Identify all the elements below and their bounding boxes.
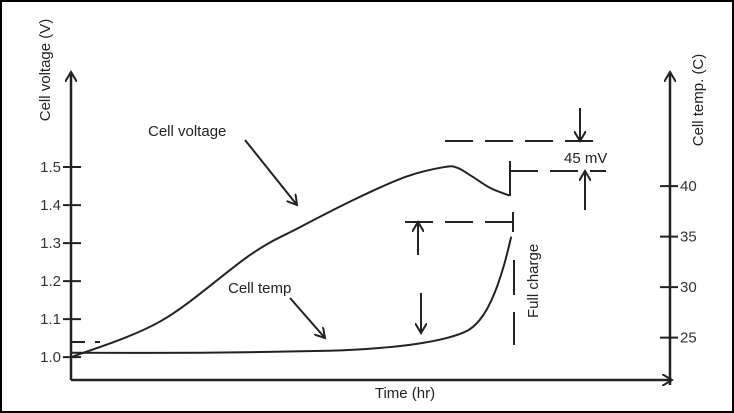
y-tick-label: 1.3 — [40, 235, 61, 252]
y-axis-label: Cell voltage (V) — [37, 19, 54, 122]
y-tick-label: 1.2 — [40, 273, 61, 290]
y-tick-label: 1.1 — [40, 311, 61, 328]
temp-curve-label: Cell temp — [228, 280, 291, 297]
annotations — [71, 108, 606, 345]
y2-tick-label: 30 — [680, 279, 697, 296]
voltage-label-pointer — [244, 139, 297, 205]
cell-voltage-line — [70, 165, 510, 359]
temp-label-pointer — [289, 297, 325, 338]
series-group — [70, 165, 513, 359]
full-charge-label: Full charge — [525, 244, 542, 318]
x-axis-label: Time (hr) — [375, 385, 435, 402]
delta-v-label: 45 mV — [564, 150, 607, 167]
y2-tick-label: 35 — [680, 229, 697, 246]
voltage-curve-label: Cell voltage — [148, 123, 226, 140]
y-tick-label: 1.0 — [40, 349, 61, 366]
y-tick-label: 1.4 — [40, 197, 61, 214]
y2-axis-label: Cell temp. (C) — [690, 54, 707, 147]
y-ticks-left: 1.0 1.1 1.2 1.3 1.4 1.5 — [40, 159, 81, 366]
y2-tick-label: 25 — [680, 330, 697, 347]
y-ticks-right: 25 30 35 40 — [660, 178, 697, 347]
y2-tick-label: 40 — [680, 178, 697, 195]
cell-temp-line — [70, 236, 513, 354]
y-tick-label: 1.5 — [40, 159, 61, 176]
